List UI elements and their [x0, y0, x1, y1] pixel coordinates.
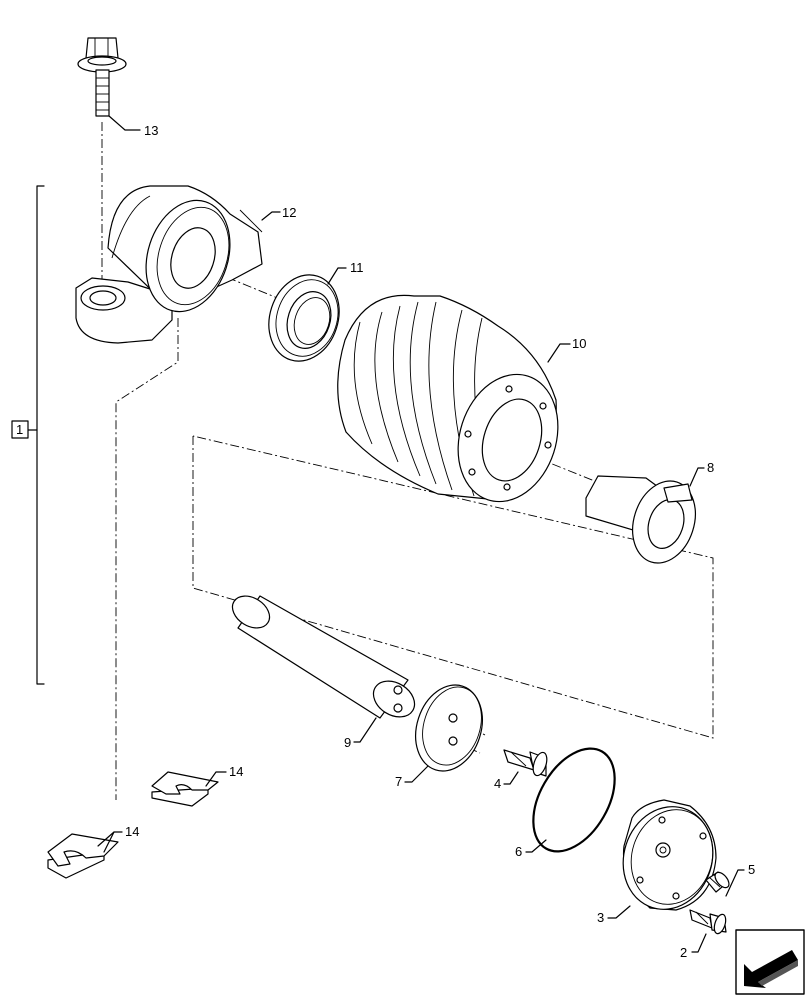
part-14-shim-upper[interactable]: [151, 771, 219, 807]
callout-label-2[interactable]: 2: [680, 945, 687, 960]
callout-label-9[interactable]: 9: [344, 735, 351, 750]
callout-label-8[interactable]: 8: [707, 460, 714, 475]
callout-label-5[interactable]: 5: [748, 862, 755, 877]
callout-label-10[interactable]: 10: [572, 336, 586, 351]
assembly-bracket: 1: [11, 185, 45, 685]
part-3-flange-cap[interactable]: [610, 795, 726, 921]
part-13-flange-bolt[interactable]: [77, 37, 127, 117]
part-4-hex-bolt[interactable]: [503, 749, 549, 777]
part-2-hex-bolt[interactable]: [689, 909, 728, 935]
callout-label-3[interactable]: 3: [597, 910, 604, 925]
callout-label-13[interactable]: 13: [144, 123, 158, 138]
callout-label-4[interactable]: 4: [494, 776, 501, 791]
part-9-shaft[interactable]: [227, 590, 422, 725]
part-7-end-plate[interactable]: [405, 676, 493, 779]
callout-label-1: 1: [16, 422, 23, 437]
callout-label-12[interactable]: 12: [282, 205, 296, 220]
callout-labels: 13 12 11 10 8 9 7 4 6 3 5 2 14 14: [125, 123, 755, 960]
leader-lines: [97, 115, 745, 953]
callout-box-1[interactable]: [11, 420, 29, 439]
part-14-shim-lower[interactable]: [47, 833, 119, 879]
exploded-view-arrow-icon[interactable]: [735, 929, 805, 995]
part-10-roller[interactable]: [337, 294, 574, 514]
callout-label-14-lower[interactable]: 14: [125, 824, 139, 839]
callout-label-6[interactable]: 6: [515, 844, 522, 859]
callout-label-14-upper[interactable]: 14: [229, 764, 243, 779]
part-11-seal-ring[interactable]: [258, 266, 350, 371]
part-8-bushing[interactable]: [585, 473, 706, 571]
part-6-o-ring[interactable]: [517, 735, 632, 866]
part-12-support-housing[interactable]: [75, 185, 263, 344]
callout-label-11[interactable]: 11: [350, 260, 364, 275]
part-5-plug[interactable]: [705, 870, 732, 893]
callout-label-7[interactable]: 7: [395, 774, 402, 789]
